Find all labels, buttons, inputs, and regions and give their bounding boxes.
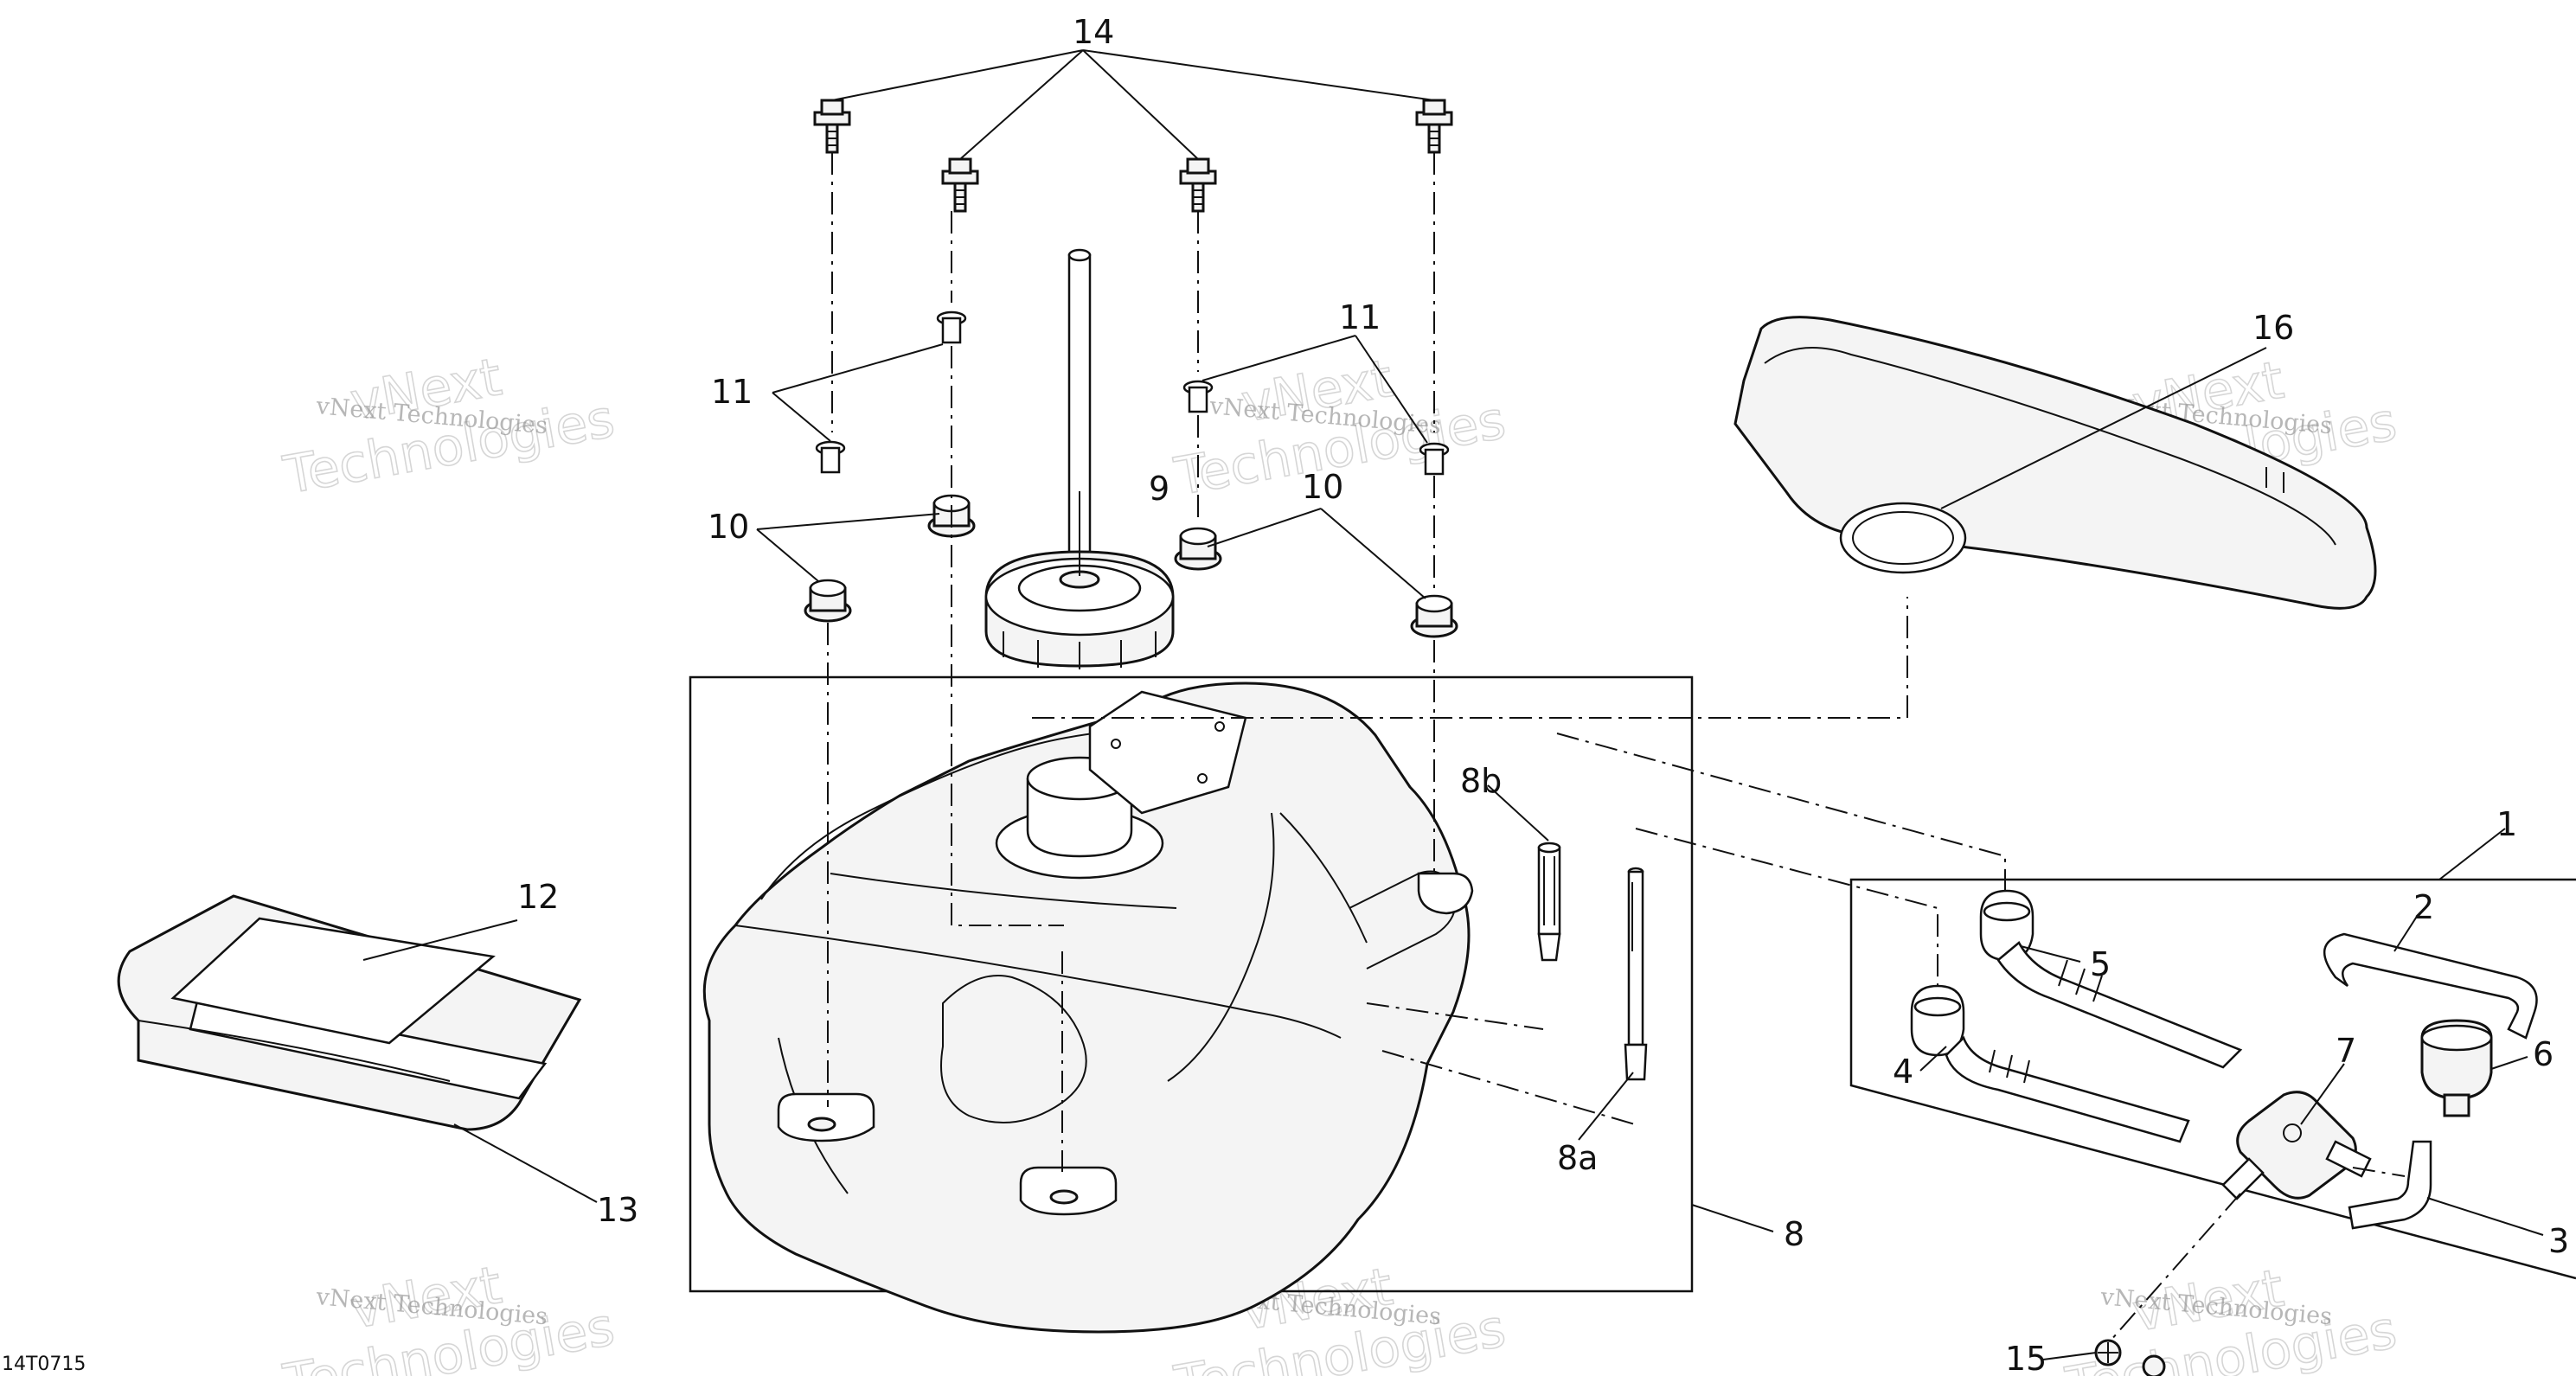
fuel-cap [984,248,1175,669]
callout-13: 13 [597,1191,638,1229]
callout-16: 16 [2252,309,2294,347]
screw [1179,157,1217,213]
screws-group [813,99,1453,213]
sleeve [815,440,846,474]
callout-4: 4 [1893,1053,1913,1091]
leader-8 [1691,1204,1774,1232]
callout-8a: 8a [1557,1139,1598,1177]
grommet [1174,527,1222,571]
screw [813,99,851,154]
callout-11-right: 11 [1339,298,1381,336]
grommet [1410,594,1458,638]
callout-3: 3 [2548,1222,2569,1260]
sleeves-group [815,310,1450,476]
callout-10-right: 10 [1302,468,1343,506]
reference-code: 14T0715 [2,1354,86,1375]
callout-10-left: 10 [708,508,749,546]
leader-6 [2490,1056,2528,1070]
screw [941,157,979,213]
callout-2: 2 [2413,888,2434,926]
rivet-8a [1624,867,1648,1081]
leader-12 [362,919,518,961]
leader-16 [1940,347,2267,509]
callout-6: 6 [2533,1035,2554,1073]
callout-14: 14 [1073,13,1114,51]
callouts: 14 11 11 10 10 9 8b 8a 8 16 12 13 1 2 3 … [517,13,2569,1376]
callout-7: 7 [2336,1032,2356,1070]
screw [1415,99,1453,154]
tank-cover [1733,316,2377,610]
sleeve [936,310,967,344]
alignment-lines [827,152,2406,1341]
leader-3 [2426,1197,2544,1236]
callout-8: 8 [1784,1215,1804,1253]
fuel-line-kit [1910,889,2538,1376]
leader-lines [362,49,2544,1360]
callout-1: 1 [2496,805,2517,843]
rivet-8b [1537,842,1561,962]
leader-14 [831,49,1435,160]
leader-7 [2300,1063,2345,1125]
leader-11-right [1201,335,1428,444]
fuel-tank [702,682,1474,1334]
sleeve [1419,442,1450,476]
leader-10-right [1207,508,1426,599]
leader-1 [2438,828,2506,880]
leader-4 [1919,1046,1947,1072]
leader-8b [1487,784,1549,842]
callout-11-left: 11 [711,373,753,411]
watermarks: Technologies vNext vNext Technologies Te… [279,346,2402,1376]
leader-11-left [772,343,944,442]
callout-9: 9 [1149,470,1169,508]
callout-5: 5 [2090,945,2111,983]
leader-2 [2393,914,2419,952]
sleeve [1182,380,1214,413]
leader-8a [1578,1072,1634,1141]
leader-5 [2020,945,2081,963]
leader-15 [2042,1352,2097,1360]
callout-15: 15 [2005,1340,2047,1376]
grommet [804,579,852,623]
insulation-pad [170,917,496,1045]
leader-13 [453,1123,598,1203]
fuel-line-kit-frame [1849,878,2576,1280]
callout-8b: 8b [1460,762,1502,800]
leader-10-left [756,513,940,582]
callout-12: 12 [517,878,559,916]
